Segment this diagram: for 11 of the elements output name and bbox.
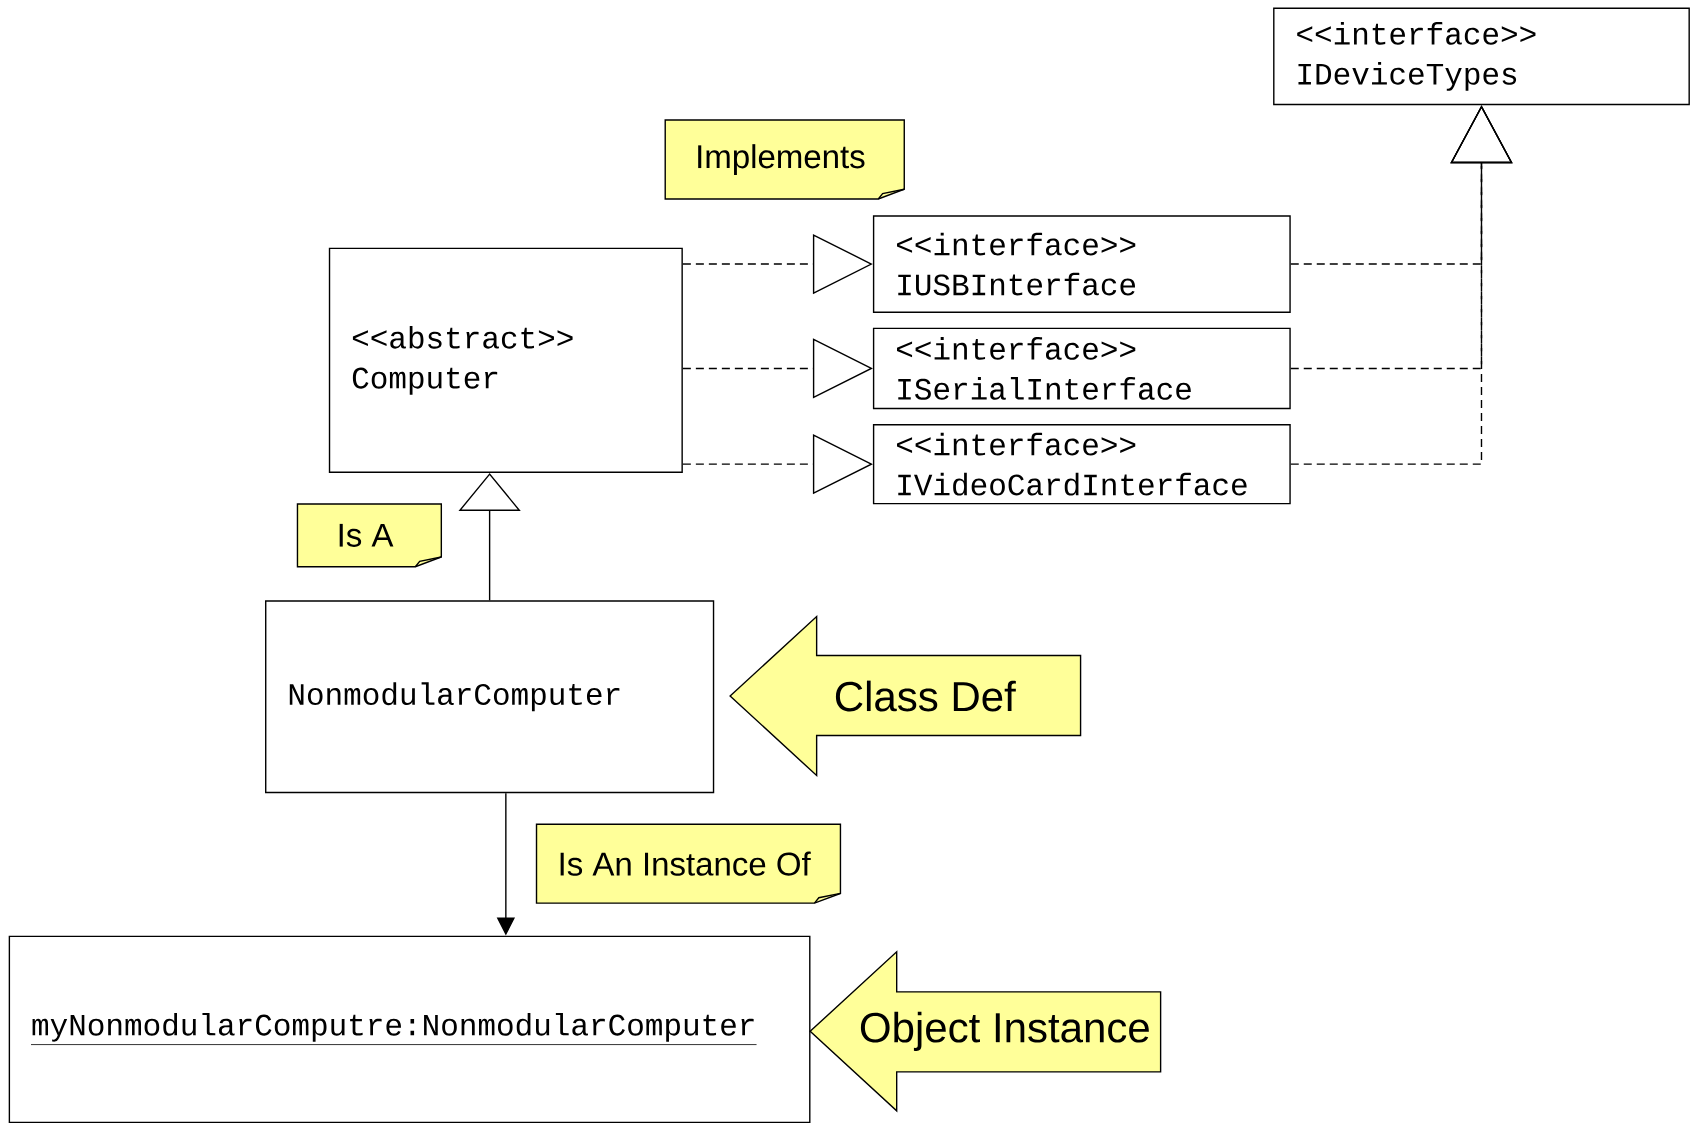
note-box: Is An Instance Of bbox=[535, 823, 842, 904]
class-box: <<interface>> IVideoCardInterface bbox=[872, 423, 1291, 505]
class-box: <<abstract>> Computer bbox=[328, 247, 683, 473]
class-box: <<interface>> IDeviceTypes bbox=[1273, 7, 1690, 106]
class-box: <<interface>> IUSBInterface bbox=[872, 215, 1291, 313]
class-box: NonmodularComputer bbox=[265, 600, 715, 794]
arrow bbox=[682, 338, 873, 399]
class-box: <<interface>> ISerialInterface bbox=[872, 327, 1291, 410]
note-box: Implements bbox=[664, 119, 905, 200]
note-box: Is A bbox=[296, 503, 443, 568]
object-box: myNonmodularComputre:NonmodularComputer bbox=[8, 935, 811, 1124]
